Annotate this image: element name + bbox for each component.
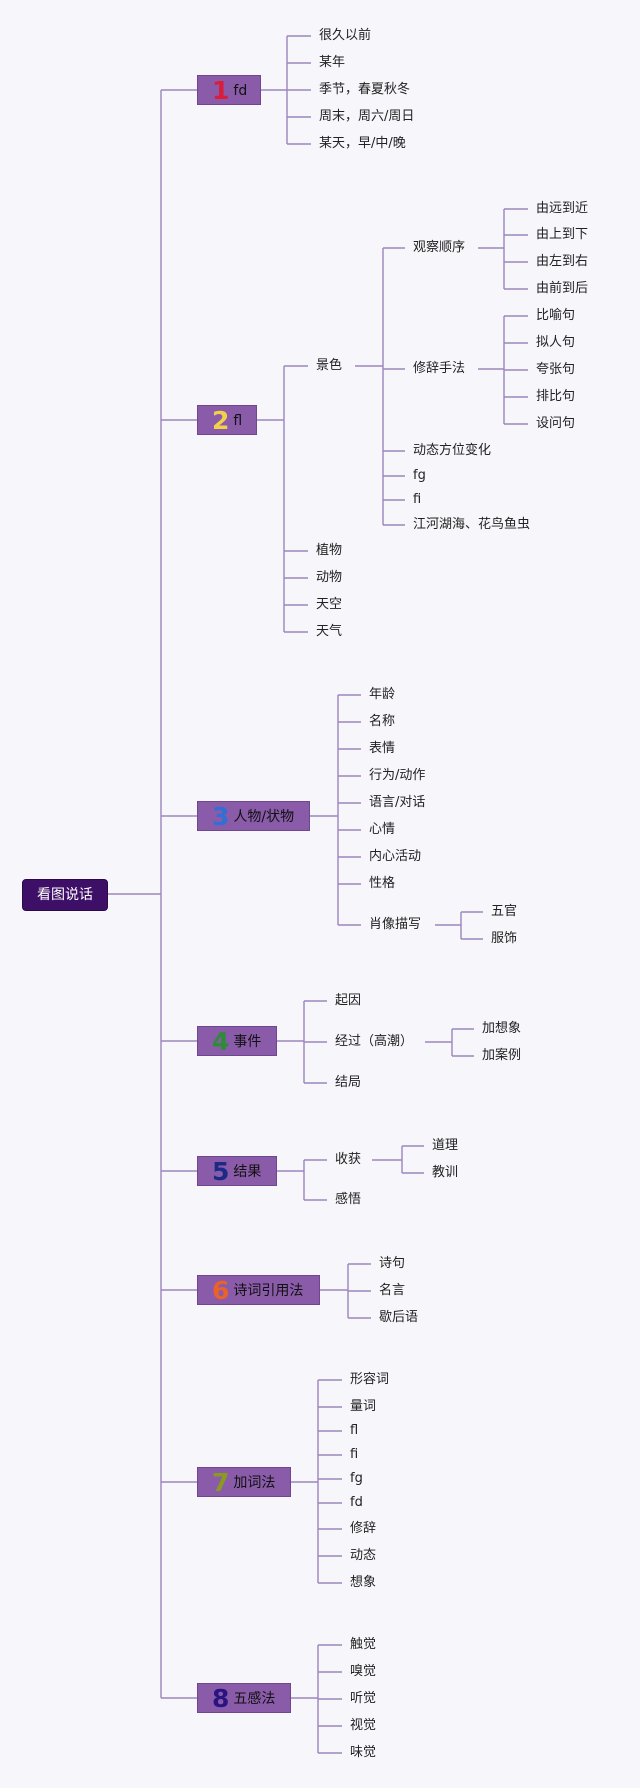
- branch-label: 五感法: [233, 1691, 276, 1707]
- leaf-node[interactable]: fg: [350, 1471, 363, 1486]
- subtopic-node[interactable]: 收获: [335, 1152, 362, 1167]
- leaf-node[interactable]: 视觉: [350, 1718, 377, 1733]
- branch-label: 诗词引用法: [233, 1283, 304, 1299]
- branch-number: 1: [212, 76, 230, 105]
- leaf-node[interactable]: 动态: [350, 1548, 377, 1563]
- leaf-node[interactable]: 由上到下: [536, 227, 589, 242]
- subtopic-node[interactable]: 动态方位变化: [413, 443, 492, 458]
- leaf-node[interactable]: fd: [350, 1495, 363, 1510]
- branch-label: 加词法: [233, 1475, 276, 1491]
- subtopic-node[interactable]: fi: [413, 492, 422, 507]
- leaf-node[interactable]: 触觉: [350, 1637, 377, 1652]
- leaf-node[interactable]: 排比句: [536, 389, 576, 404]
- leaf-node[interactable]: 加想象: [482, 1021, 522, 1036]
- branch-label: fl: [233, 413, 243, 429]
- branch-label: fd: [233, 83, 248, 99]
- leaf-node[interactable]: 想象: [350, 1575, 377, 1590]
- leaf-node[interactable]: 由远到近: [536, 201, 589, 216]
- branch-number: 4: [212, 1027, 230, 1056]
- branch-number: 3: [212, 802, 230, 831]
- leaf-node[interactable]: 服饰: [491, 931, 518, 946]
- leaf-node[interactable]: 表情: [369, 741, 396, 756]
- leaf-node[interactable]: 天空: [316, 597, 343, 612]
- leaf-node[interactable]: 教训: [432, 1165, 459, 1180]
- leaf-node[interactable]: 五官: [491, 904, 518, 919]
- leaf-node[interactable]: 名言: [379, 1283, 406, 1298]
- branch-label: 结果: [233, 1164, 262, 1180]
- leaf-node[interactable]: 形容词: [350, 1372, 390, 1387]
- branch-number: 6: [212, 1276, 230, 1305]
- leaf-node[interactable]: 名称: [369, 714, 396, 729]
- root-node[interactable]: 看图说话: [22, 879, 108, 911]
- leaf-node[interactable]: 季节，春夏秋冬: [319, 82, 411, 97]
- leaf-node[interactable]: 由左到右: [536, 254, 589, 269]
- leaf-node[interactable]: 植物: [316, 543, 343, 558]
- leaf-node[interactable]: 年龄: [369, 687, 396, 702]
- leaf-node[interactable]: 修辞: [350, 1521, 377, 1536]
- leaf-node[interactable]: 道理: [432, 1138, 459, 1153]
- subtopic-node[interactable]: 江河湖海、花鸟鱼虫: [413, 517, 531, 532]
- branch-number: 2: [212, 406, 230, 435]
- branch-number: 8: [212, 1684, 230, 1713]
- subtopic-node[interactable]: 景色: [316, 358, 343, 373]
- leaf-node[interactable]: 结局: [335, 1075, 362, 1090]
- subtopic-node[interactable]: 观察顺序: [413, 240, 466, 255]
- leaf-node[interactable]: 诗句: [379, 1256, 406, 1271]
- subtopic-node[interactable]: 修辞手法: [413, 361, 466, 376]
- leaf-node[interactable]: 加案例: [482, 1048, 522, 1063]
- branch-number: 5: [212, 1157, 230, 1186]
- leaf-node[interactable]: 心情: [369, 822, 396, 837]
- leaf-node[interactable]: 性格: [369, 876, 396, 891]
- leaf-node[interactable]: 起因: [335, 993, 362, 1008]
- subtopic-node[interactable]: fg: [413, 468, 426, 483]
- leaf-node[interactable]: 行为/动作: [369, 768, 426, 783]
- leaf-node[interactable]: fi: [350, 1447, 359, 1462]
- leaf-node[interactable]: 动物: [316, 570, 343, 585]
- leaf-node[interactable]: 量词: [350, 1399, 377, 1414]
- leaf-node[interactable]: 歇后语: [379, 1310, 419, 1325]
- leaf-node[interactable]: 夸张句: [536, 362, 576, 377]
- leaf-node[interactable]: 拟人句: [536, 335, 576, 350]
- branch-label: 人物/状物: [233, 809, 295, 825]
- leaf-node[interactable]: 某天，早/中/晚: [319, 136, 406, 151]
- leaf-node[interactable]: 很久以前: [319, 28, 372, 43]
- leaf-node[interactable]: 某年: [319, 55, 346, 70]
- leaf-node[interactable]: 设问句: [536, 416, 576, 431]
- branch-label: 事件: [233, 1034, 262, 1050]
- leaf-node[interactable]: 感悟: [335, 1192, 362, 1207]
- leaf-node[interactable]: fl: [350, 1423, 359, 1438]
- leaf-node[interactable]: 天气: [316, 624, 343, 639]
- leaf-node[interactable]: 比喻句: [536, 308, 576, 323]
- leaf-node[interactable]: 嗅觉: [350, 1664, 377, 1679]
- branch-number: 7: [212, 1468, 230, 1497]
- leaf-node[interactable]: 由前到后: [536, 281, 589, 296]
- leaf-node[interactable]: 内心活动: [369, 849, 422, 864]
- subtopic-node[interactable]: 经过（高潮）: [335, 1034, 414, 1049]
- subtopic-node[interactable]: 肖像描写: [369, 917, 422, 932]
- leaf-node[interactable]: 听觉: [350, 1691, 377, 1706]
- leaf-node[interactable]: 语言/对话: [369, 795, 426, 810]
- leaf-node[interactable]: 周末，周六/周日: [319, 109, 415, 124]
- leaf-node[interactable]: 味觉: [350, 1745, 377, 1760]
